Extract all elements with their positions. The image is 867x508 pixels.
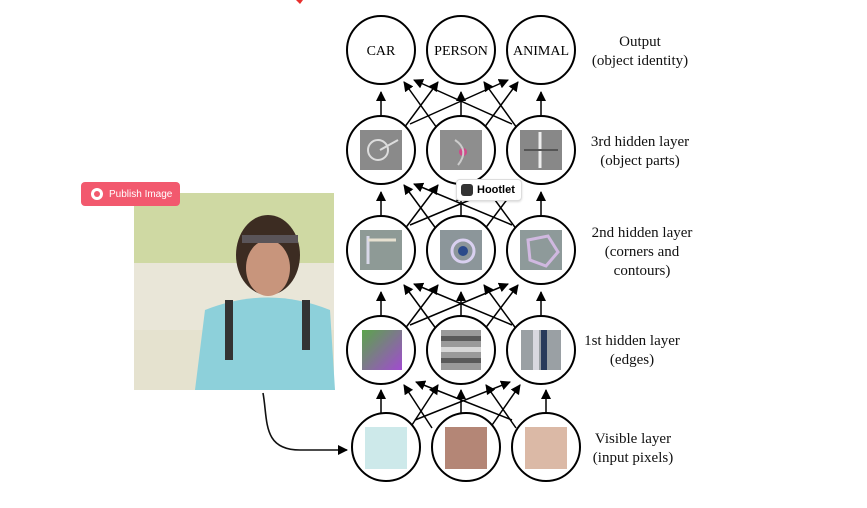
label-output: Output (object identity) [580, 33, 700, 71]
hidden-layer-3 [346, 115, 576, 185]
label-hidden3-desc: (object parts) [600, 153, 680, 169]
label-output-desc: (object identity) [591, 53, 689, 69]
connections [376, 79, 551, 429]
hootlet-owl-icon [461, 184, 473, 196]
hootlet-button[interactable]: Hootlet [456, 179, 522, 201]
output-node-car [346, 15, 416, 85]
label-hidden2-title: 2nd hidden layer [591, 225, 693, 241]
publish-image-label: Publish Image [109, 188, 173, 200]
hootlet-label: Hootlet [477, 184, 515, 196]
hidden-layer-1 [346, 315, 576, 385]
output-label-car: CAR [367, 44, 396, 59]
publish-icon [91, 188, 103, 200]
output-label-person: PERSON [434, 44, 488, 59]
label-hidden-1: 1st hidden layer (edges) [574, 332, 690, 370]
label-hidden2-desc2: contours) [613, 263, 671, 279]
label-hidden-2: 2nd hidden layer (corners and contours) [580, 224, 704, 281]
pixel-swatch-3 [525, 427, 567, 469]
feature-corner-1 [360, 230, 402, 270]
label-hidden1-desc: (edges) [609, 352, 655, 368]
output-node-person [426, 15, 496, 85]
output-layer: CAR PERSON ANIMAL [346, 15, 576, 85]
input-photo [134, 193, 335, 390]
label-visible: Visible layer (input pixels) [580, 430, 686, 468]
label-hidden-3: 3rd hidden layer (object parts) [578, 133, 702, 171]
pixel-swatch-1 [365, 427, 407, 469]
photo-connector-arrow [262, 392, 348, 455]
red-mark [296, 0, 303, 4]
label-visible-title: Visible layer [594, 431, 672, 447]
feature-edge-1 [362, 330, 402, 370]
label-hidden2-desc1: (corners and [604, 244, 680, 260]
label-visible-desc: (input pixels) [592, 450, 674, 466]
visible-layer [351, 412, 581, 482]
publish-image-button[interactable]: Publish Image [81, 182, 180, 206]
label-output-title: Output [619, 34, 661, 50]
label-hidden3-title: 3rd hidden layer [590, 134, 690, 150]
pixel-swatch-2 [445, 427, 487, 469]
label-hidden1-title: 1st hidden layer [584, 333, 680, 349]
hidden-layer-2 [346, 215, 576, 285]
output-node-animal [506, 15, 576, 85]
output-label-animal: ANIMAL [513, 44, 569, 59]
